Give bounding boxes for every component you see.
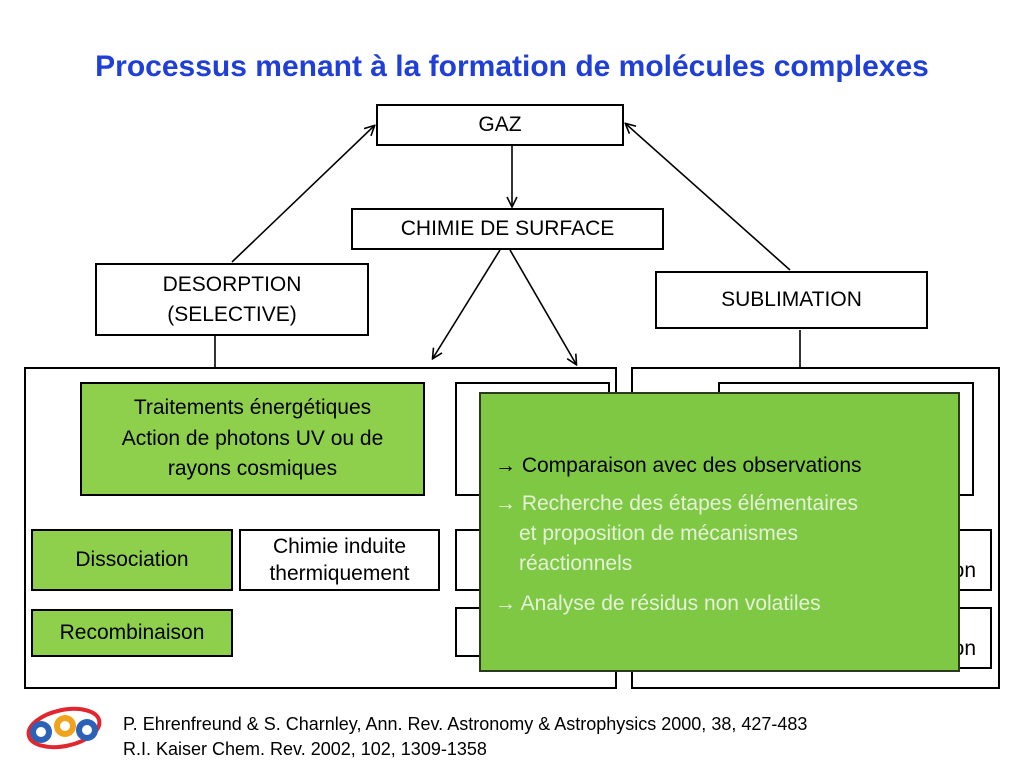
traitements-label-line3: rayons cosmiques bbox=[167, 457, 338, 481]
desorption-label-line2: (SELECTIVE) bbox=[167, 302, 297, 326]
overlay-line-recherche: → Recherche des étapes élémentaires bbox=[495, 492, 859, 515]
traitements-label-line2: Action de photons UV ou de bbox=[121, 426, 384, 450]
chimie-induite-label-line1: Chimie induite bbox=[272, 534, 407, 558]
desorption-box: DESORPTION (SELECTIVE) bbox=[95, 263, 369, 336]
arrow-desorption-to-gaz bbox=[231, 126, 374, 263]
gaz-label: GAZ bbox=[478, 113, 522, 137]
overlay-line-comparaison: → Comparaison avec des observations bbox=[495, 454, 862, 477]
page-title: Processus menant à la formation de moléc… bbox=[95, 50, 929, 83]
dissociation-label: Dissociation bbox=[75, 548, 189, 572]
desorption-label-line1: DESORPTION bbox=[162, 273, 302, 297]
overlay-line-mecanismes: et proposition de mécanismes bbox=[519, 522, 798, 545]
recombinaison-label: Recombinaison bbox=[59, 621, 205, 645]
chimie-surface-label: CHIMIE DE SURFACE bbox=[400, 217, 615, 241]
traitements-box: Traitements énergétiques Action de photo… bbox=[80, 382, 425, 496]
chimie-induite-box: Chimie induite thermiquement bbox=[239, 529, 440, 591]
chimie-surface-box: CHIMIE DE SURFACE bbox=[351, 208, 664, 250]
recombinaison-box: Recombinaison bbox=[31, 609, 233, 657]
gaz-box: GAZ bbox=[376, 104, 624, 146]
overlay-line-reactionnels: réactionnels bbox=[519, 552, 633, 575]
sublimation-box: SUBLIMATION bbox=[655, 271, 928, 329]
chimie-induite-label-line2: thermiquement bbox=[269, 562, 410, 585]
arrow-chimie-down-left bbox=[433, 249, 501, 358]
conclusions-overlay: → Comparaison avec des observations → Re… bbox=[479, 392, 960, 672]
e2p-logo-icon bbox=[26, 706, 102, 750]
dissociation-box: Dissociation bbox=[31, 529, 233, 591]
traitements-label-line1: Traitements énergétiques bbox=[133, 396, 372, 420]
overlay-line-analyse: → Analyse de résidus non volatiles bbox=[495, 592, 821, 615]
arrow-chimie-down-right bbox=[509, 249, 576, 364]
arrow-sublimation-to-gaz bbox=[626, 124, 791, 271]
reference-ehrenfreund: P. Ehrenfreund & S. Charnley, Ann. Rev. … bbox=[123, 714, 808, 734]
sublimation-label: SUBLIMATION bbox=[721, 288, 862, 312]
reference-kaiser: R.I. Kaiser Chem. Rev. 2002, 102, 1309-1… bbox=[123, 739, 487, 759]
